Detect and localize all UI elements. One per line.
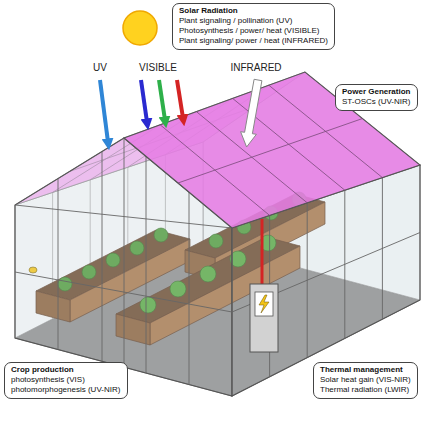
box-heading: Thermal management [320,365,411,375]
red-arrow [177,80,183,118]
spectrum-label: VISIBLE [139,62,177,74]
lightning-symbol [259,295,269,313]
box-line: Solar heat gain (VIS-NIR) [320,375,411,385]
solar-roof [124,72,420,228]
info-box: Power GenerationST-OSCs (UV-NIR) [335,84,418,111]
box-heading: Power Generation [342,87,411,97]
box-heading: Solar Radiation [179,6,328,16]
info-box: Thermal managementSolar heat gain (VIS-N… [313,362,418,399]
box-line: Plant signaling/ power / heat (INFRARED) [179,36,328,46]
green-arrow [159,80,165,120]
box-line: Photosynthesis / power/ heat (VISIBLE) [179,26,328,36]
blue-arrow [141,80,147,122]
box-heading: Crop production [11,365,121,375]
box-line: photomorphogenesis (UV-NIR) [11,385,121,395]
info-box: Solar RadiationPlant signaling / pollina… [172,3,335,50]
power-conduit [261,219,264,284]
box-line: photosynthesis (VIS) [11,375,121,385]
inverter-cabinet [250,284,278,352]
info-box: Crop productionphotosynthesis (VIS)photo… [4,362,128,399]
uv-arrow [100,80,108,142]
box-line: ST-OSCs (UV-NIR) [342,97,411,107]
infrared-arrow [241,79,262,147]
box-line: Thermal radiation (LWIR) [320,385,411,395]
spectrum-label: INFRARED [230,62,281,74]
sun [123,11,157,45]
box-line: Plant signaling / pollination (UV) [179,16,328,26]
cabinet-panel [255,292,273,316]
spectrum-label: UV [93,62,107,74]
